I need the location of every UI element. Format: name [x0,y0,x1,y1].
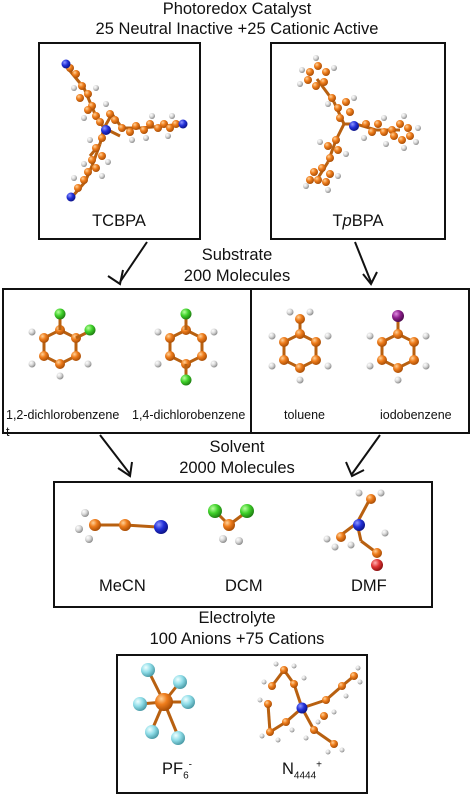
electrolyte-box: PF6- N4444+ [116,654,368,794]
substrate-box-right: toluene iodobenzene [250,288,470,434]
anion-label: PF6- [162,759,192,782]
electrolyte-title: Electrolyte [198,609,276,627]
dichlorobenzenes-image [28,308,218,386]
electrolyte-subtitle: 100 Anions +75 Cations [149,630,325,648]
solvent-label-dmf: DMF [351,577,387,595]
catalyst-title: Photoredox Catalyst [162,0,312,18]
tcbpa-box: TCBPA [38,42,201,240]
substrate-title: Substrate [201,246,273,264]
substrate-label-toluene: toluene [284,408,326,422]
solvent-title: Solvent [209,438,265,456]
substrate-label-14dcb: 1,4-dichlorobenzene [132,408,246,422]
tcbpa-label: TCBPA [92,212,146,230]
stray-character: t [6,425,10,439]
solvent-box: MeCN DCM DMF [53,481,433,608]
toluene-iodobenzene-image [268,308,430,384]
tcbpa-molecule-image [61,59,188,202]
catalyst-subtitle: 25 Neutral Inactive +25 Cationic Active [95,20,379,38]
tpbpa-box: TpBPA [270,42,446,240]
solvent-label-dcm: DCM [225,577,263,595]
substrate-box-left: 1,2-dichlorobenzene 1,4-dichlorobenzene [2,288,252,434]
substrate-label-12dcb: 1,2-dichlorobenzene [6,408,120,422]
solvent-label-mecn: MeCN [99,577,146,595]
solvent-subtitle: 2000 Molecules [179,459,295,477]
substrate-subtitle: 200 Molecules [183,267,291,285]
tpbpa-label: TpBPA [332,212,384,230]
solvent-molecules-image [75,489,389,571]
substrate-label-iodobenzene: iodobenzene [380,408,452,422]
tpbpa-molecule-image [297,55,421,193]
cation-label: N4444+ [282,759,323,782]
electrolyte-ions-image [133,661,363,755]
